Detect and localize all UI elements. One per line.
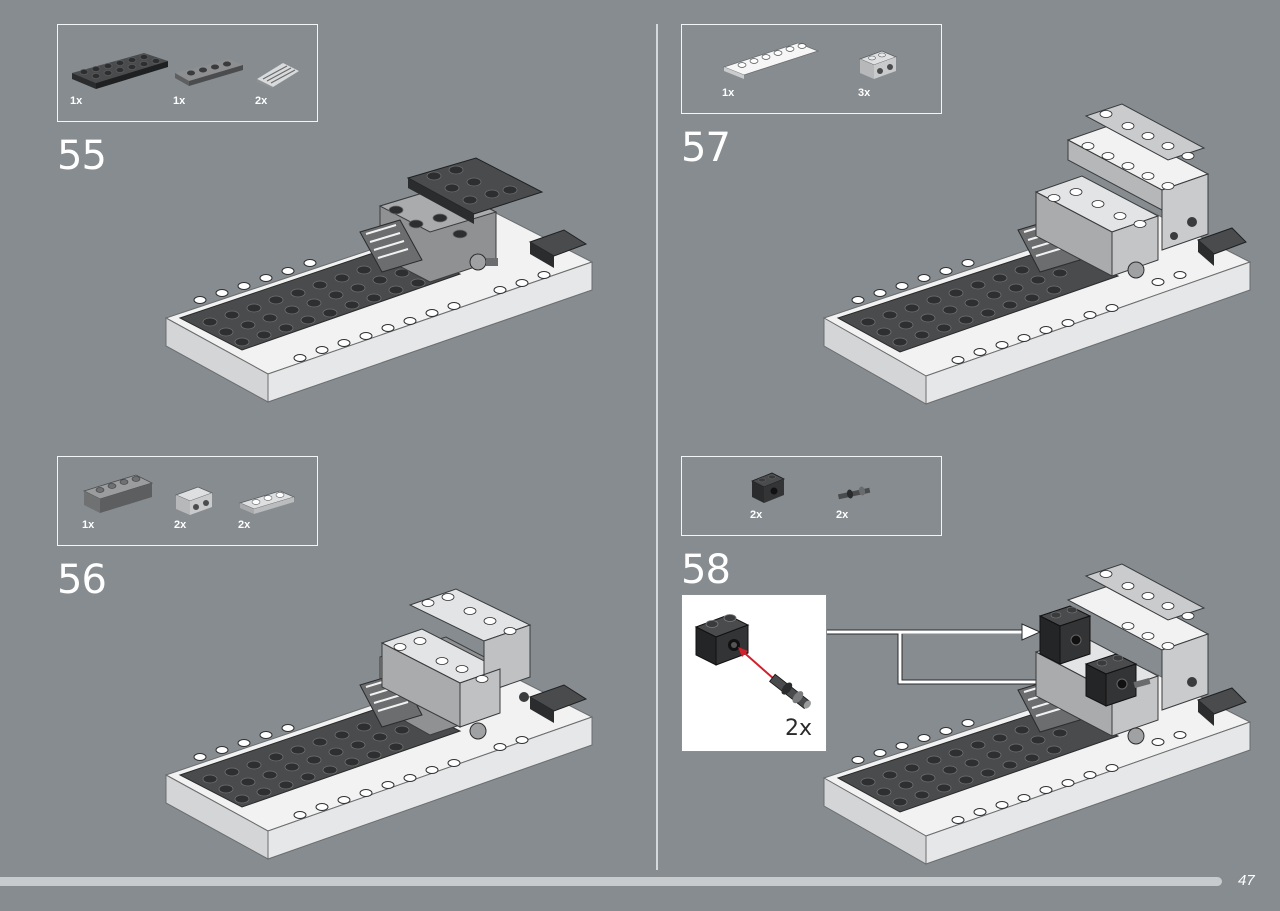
grille-slope-part: 2x: [255, 57, 301, 107]
part-qty: 1x: [82, 519, 95, 531]
step-number: 56: [57, 557, 107, 603]
parts-list-step-57: 1x 3x: [681, 24, 942, 114]
part-qty: 2x: [750, 509, 763, 521]
step-number: 57: [681, 125, 731, 171]
part-qty: 2x: [238, 519, 251, 531]
black-technic-brick-1x2-part: 2x: [750, 471, 786, 521]
progress-bar: [0, 877, 1222, 886]
light-grey-technic-brick-part: 2x: [174, 483, 214, 531]
part-qty: 2x: [174, 519, 187, 531]
callout-qty: 2x: [784, 716, 812, 741]
part-qty: 2x: [836, 509, 849, 521]
grey-plate-1x4-part: 1x: [173, 55, 245, 107]
light-grey-plate-1x3-part: 2x: [238, 489, 296, 531]
technic-pin-part: 2x: [836, 485, 872, 521]
part-qty: 1x: [70, 95, 83, 107]
parts-list-step-55: 1x 1x 2x: [57, 24, 318, 122]
light-grey-technic-brick-1x2-part: 3x: [858, 47, 898, 99]
page-divider: [656, 24, 658, 870]
parts-list-step-56: 1x 2x 2x: [57, 456, 318, 546]
part-qty: 3x: [858, 87, 871, 99]
white-plate-1x6-part: 1x: [722, 39, 820, 99]
model-step-57: [822, 103, 1252, 405]
page-number: 47: [1238, 872, 1255, 889]
model-step-58: [822, 563, 1252, 865]
sub-assembly-callout: 2x: [681, 594, 827, 752]
part-qty: 1x: [173, 95, 186, 107]
model-step-56: [164, 588, 594, 860]
part-qty: 1x: [722, 87, 735, 99]
step-number: 58: [681, 547, 731, 593]
grey-brick-1x4-part: 1x: [82, 469, 154, 531]
step-number: 55: [57, 133, 107, 179]
dark-plate-2x6-part: 1x: [70, 39, 170, 107]
parts-list-step-58: 2x 2x: [681, 456, 942, 536]
pin-into-brick-illustration: [694, 614, 811, 710]
model-step-55: [164, 157, 594, 403]
part-qty: 2x: [255, 95, 268, 107]
